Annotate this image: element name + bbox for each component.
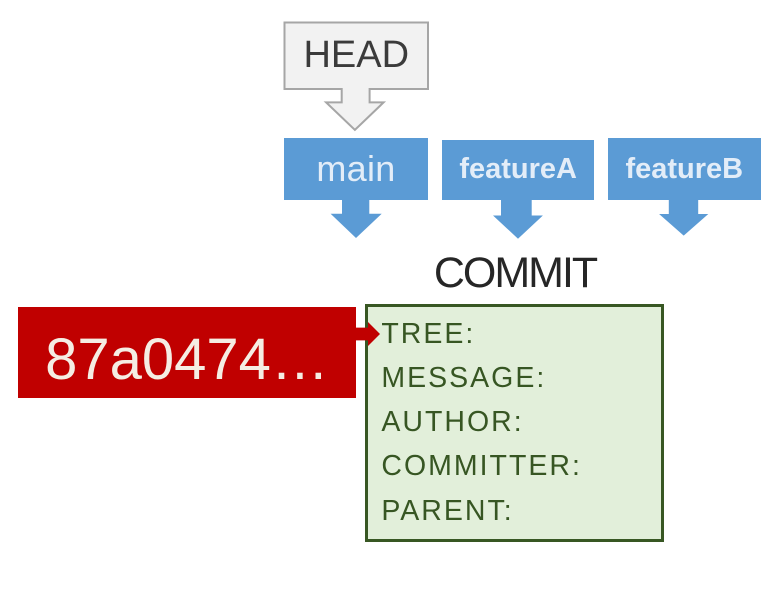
featureB-arrow-icon bbox=[659, 199, 709, 236]
commit-field-author: AUTHOR: bbox=[381, 406, 524, 439]
commit-field-message: MESSAGE: bbox=[381, 361, 547, 394]
branch-label-featureA: featureA bbox=[459, 153, 577, 186]
commit-field-committer: COMMITTER: bbox=[381, 450, 582, 483]
hash-label: 87a0474… bbox=[45, 327, 329, 393]
hash-box: 87a0474… bbox=[18, 307, 356, 399]
branch-box-main: main bbox=[283, 138, 429, 200]
branch-box-featureA: featureA bbox=[441, 139, 595, 201]
main-arrow-icon bbox=[330, 199, 382, 238]
branch-label-main: main bbox=[316, 148, 396, 189]
commit-field-parent: PARENT: bbox=[381, 494, 514, 527]
branch-box-featureB: featureB bbox=[607, 138, 761, 200]
commit-title: COMMIT bbox=[433, 249, 598, 297]
head-label: HEAD bbox=[303, 34, 410, 77]
commit-field-tree: TREE: bbox=[381, 317, 476, 350]
commit-box bbox=[365, 303, 665, 542]
branch-label-featureB: featureB bbox=[625, 152, 744, 185]
featureA-arrow-icon bbox=[493, 199, 543, 239]
